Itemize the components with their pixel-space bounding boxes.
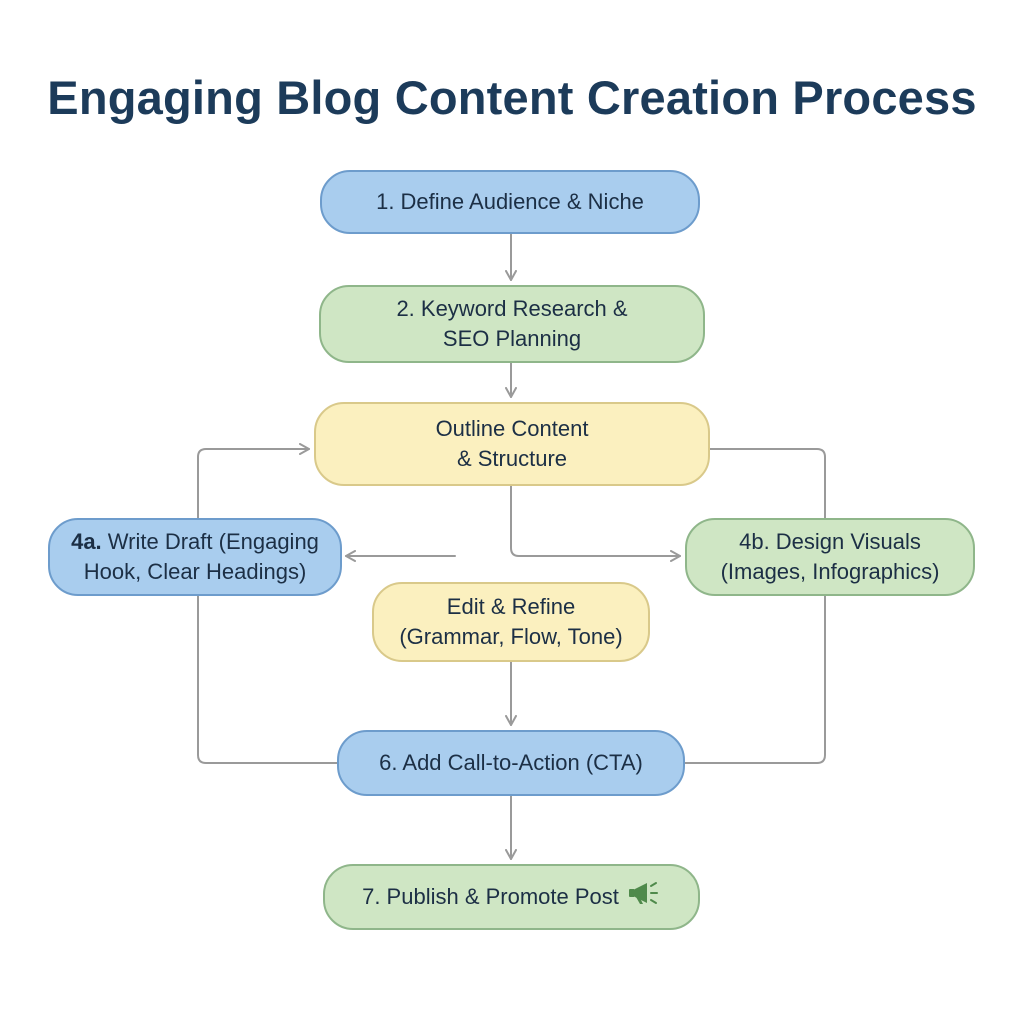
step-write-draft-line1: 4a. Write Draft (Engaging bbox=[71, 527, 319, 557]
loop-outline-to-visuals bbox=[709, 448, 826, 519]
step-publish-promote-row: 7. Publish & Promote Post bbox=[362, 880, 661, 914]
step-design-visuals-node: 4b. Design Visuals (Images, Infographics… bbox=[685, 518, 975, 596]
arrow-outline-to-visuals bbox=[510, 485, 681, 562]
step-keyword-research-line2: SEO Planning bbox=[442, 326, 582, 351]
loop-draft-to-outline bbox=[197, 443, 310, 519]
step-publish-promote-node: 7. Publish & Promote Post bbox=[323, 864, 700, 930]
step-define-audience-node: 1. Define Audience & Niche bbox=[320, 170, 700, 234]
line-visuals-to-cta bbox=[684, 595, 826, 764]
step-add-cta-label: 6. Add Call-to-Action (CTA) bbox=[379, 750, 643, 775]
step-edit-refine-line2: (Grammar, Flow, Tone) bbox=[399, 624, 623, 649]
step-outline-content-line2: & Structure bbox=[456, 446, 568, 471]
step-publish-promote-label: 7. Publish & Promote Post bbox=[362, 884, 619, 909]
line-draft-to-cta bbox=[197, 595, 338, 764]
step-outline-content-node: Outline Content & Structure bbox=[314, 402, 710, 486]
step-outline-content-line1: Outline Content bbox=[435, 416, 589, 441]
step-write-draft-line2: Hook, Clear Headings) bbox=[83, 559, 307, 584]
diagram-title: Engaging Blog Content Creation Process bbox=[47, 71, 977, 124]
step-add-cta-node: 6. Add Call-to-Action (CTA) bbox=[337, 730, 685, 796]
step-keyword-research-node: 2. Keyword Research & SEO Planning bbox=[319, 285, 705, 363]
step-write-draft-node: 4a. Write Draft (Engaging Hook, Clear He… bbox=[48, 518, 342, 596]
step-edit-refine-line1: Edit & Refine bbox=[446, 594, 576, 619]
step-define-audience-label: 1. Define Audience & Niche bbox=[376, 189, 644, 214]
megaphone-icon bbox=[627, 880, 661, 914]
step-write-draft-line1-text: Write Draft (Engaging bbox=[101, 529, 319, 554]
step-write-draft-prefix: 4a. bbox=[71, 529, 102, 554]
step-edit-refine-node: Edit & Refine (Grammar, Flow, Tone) bbox=[372, 582, 650, 662]
step-keyword-research-line1: 2. Keyword Research & bbox=[396, 296, 628, 321]
step-design-visuals-line2: (Images, Infographics) bbox=[720, 559, 940, 584]
step-design-visuals-line1: 4b. Design Visuals bbox=[739, 529, 921, 554]
